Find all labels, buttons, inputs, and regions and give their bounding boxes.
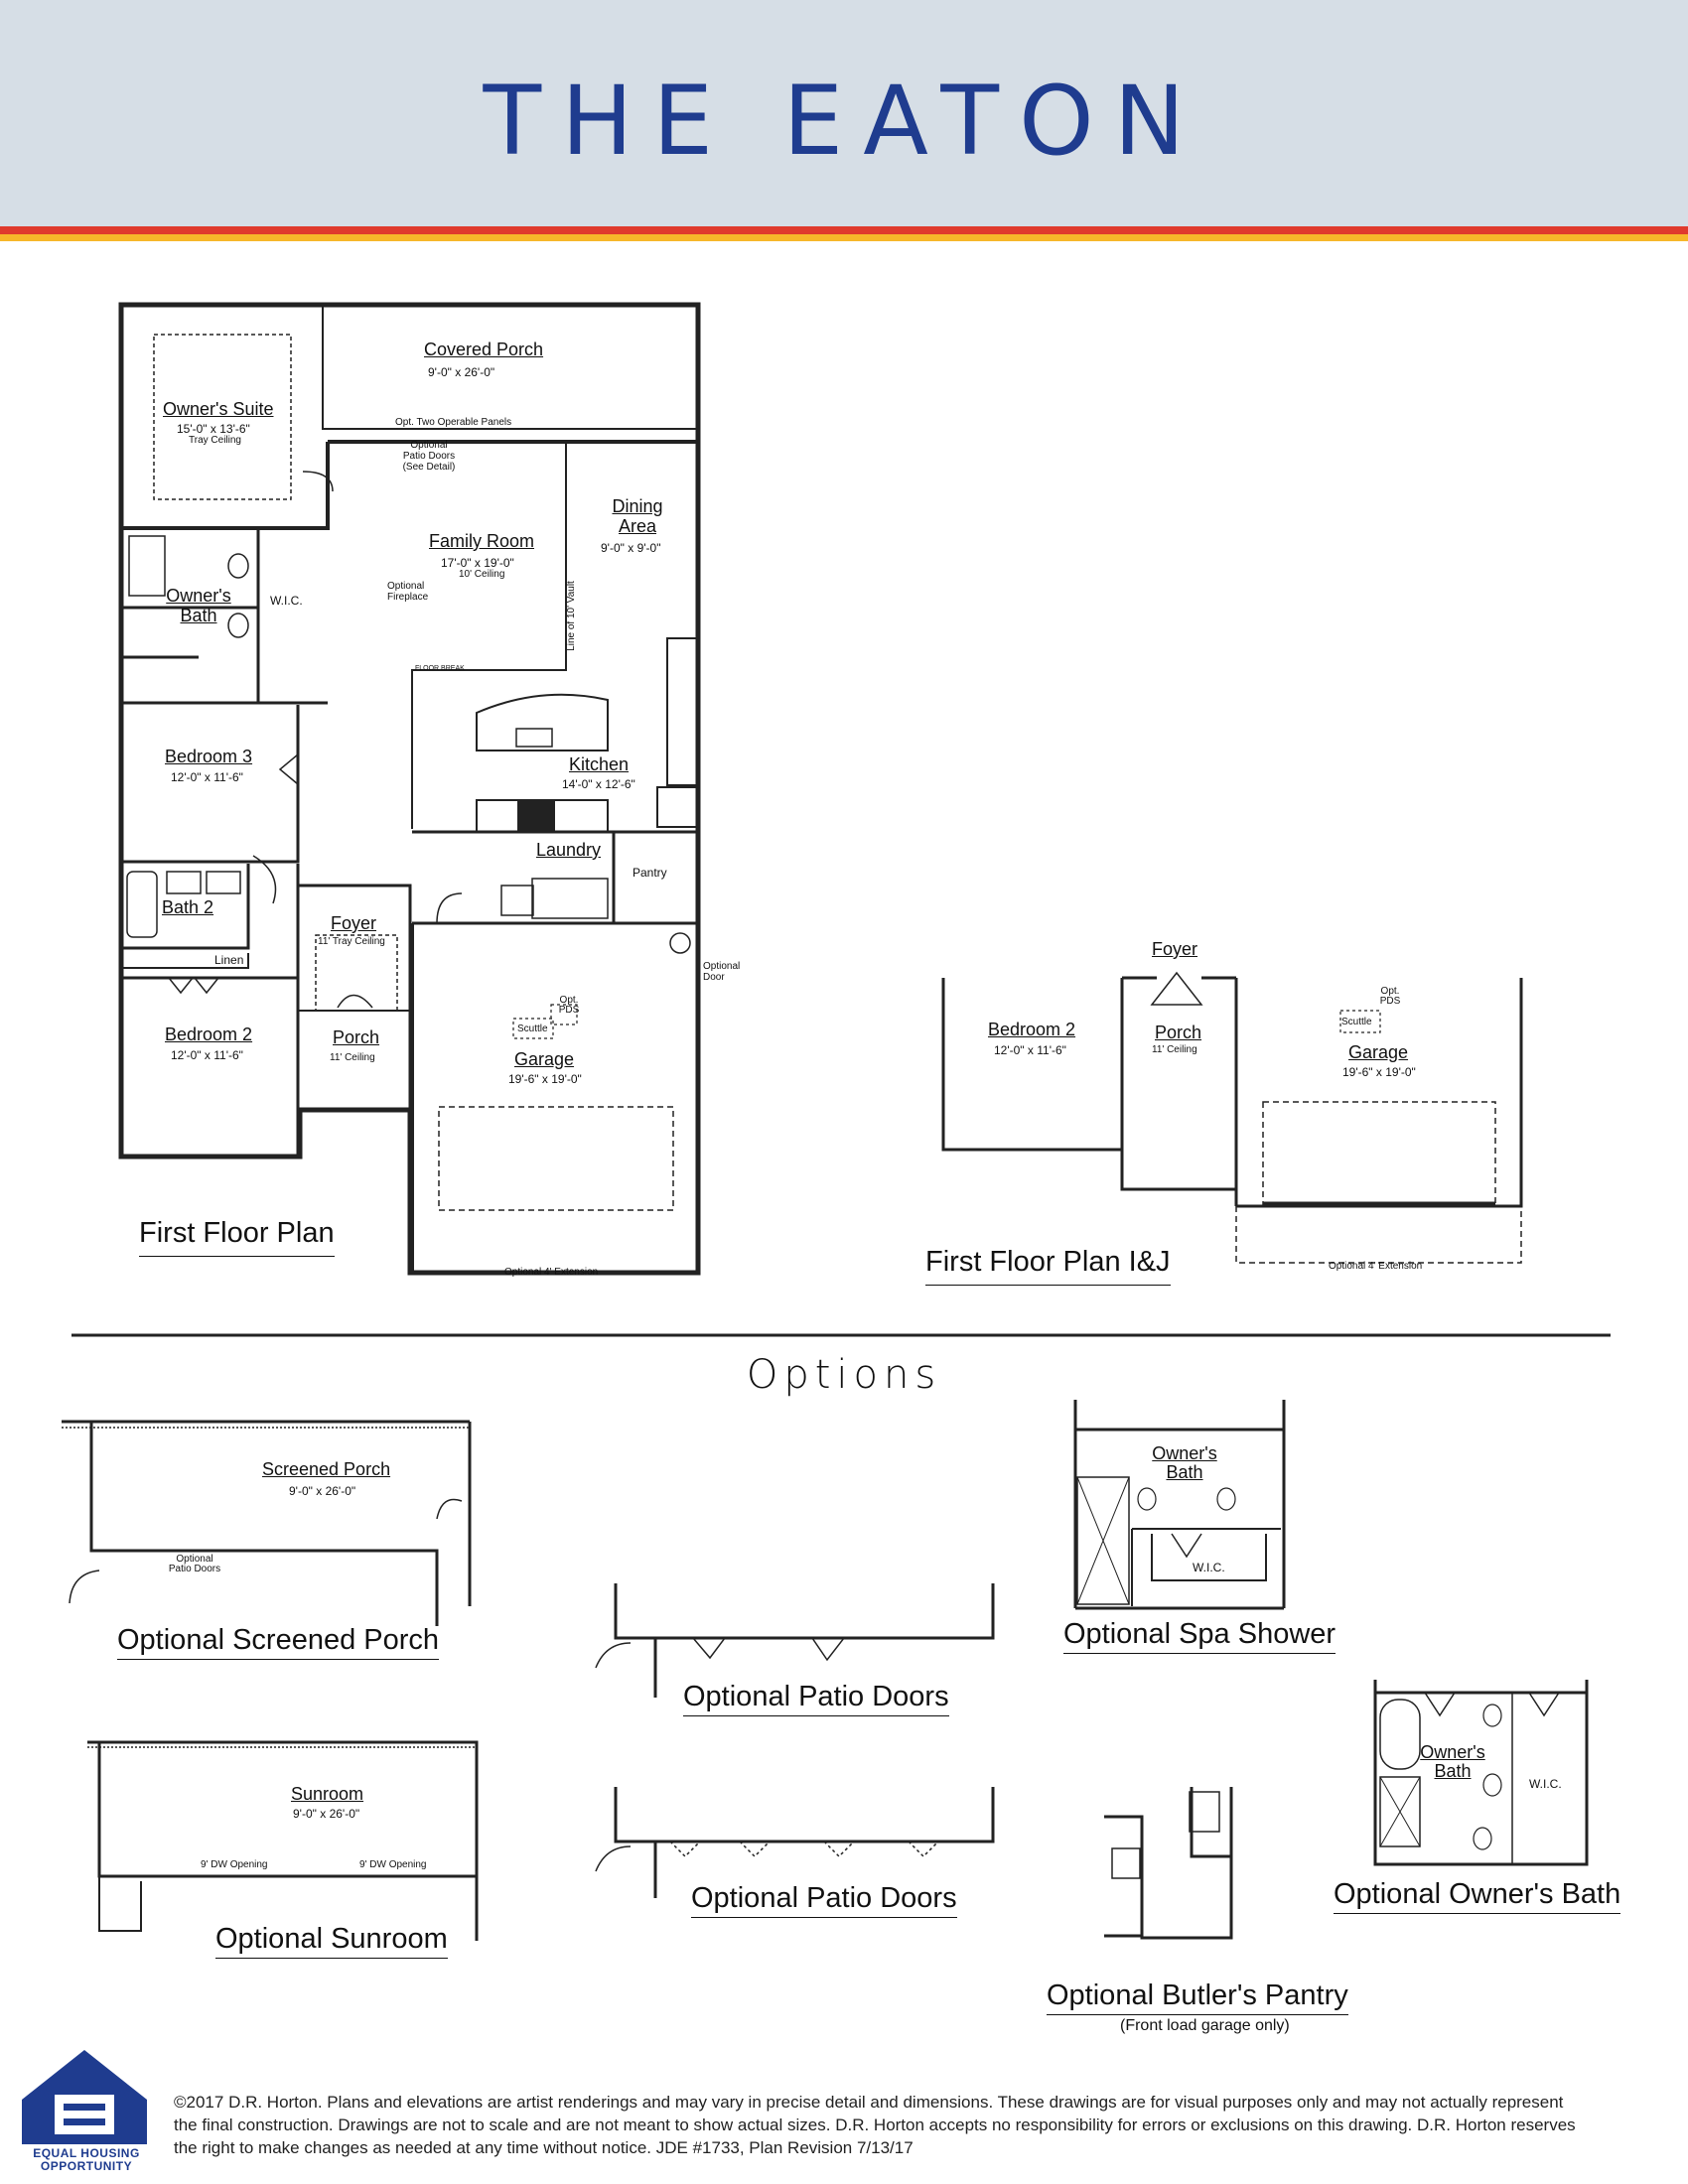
patio-doors-1-title: Optional Patio Doors: [683, 1681, 949, 1716]
patio-doors-1-drawing: [595, 1583, 995, 1698]
page-title: THE EATON: [483, 66, 1205, 177]
pantry-label: Pantry: [633, 866, 667, 880]
family-room-note: 10' Ceiling: [459, 569, 505, 580]
screened-porch-patio-doors-label: Optional Patio Doors: [168, 1554, 221, 1574]
bedroom3-dims: 12'-0" x 11'-6": [171, 770, 243, 784]
butlers-pantry-subtitle: (Front load garage only): [1120, 2017, 1290, 2034]
screened-porch-label: Screened Porch: [262, 1459, 391, 1479]
disclaimer-text: ©2017 D.R. Horton. Plans and elevations …: [174, 2093, 1576, 2157]
optional-patio-doors-label: Optional Patio Doors (See Detail): [402, 440, 456, 473]
dining-area-dims: 9'-0" x 9'-0": [601, 541, 661, 555]
owners-bath-option-title: Optional Owner's Bath: [1334, 1878, 1621, 1914]
spa-shower-bath-label: Owner's Bath: [1152, 1443, 1217, 1482]
screened-porch-dims: 9'-0" x 26'-0": [289, 1484, 356, 1498]
extension-label: Optional 4' Extension: [504, 1267, 599, 1278]
sunroom-dims: 9'-0" x 26'-0": [293, 1807, 360, 1821]
first-floor-plan-title: First Floor Plan: [139, 1217, 335, 1257]
bedroom2-dims: 12'-0" x 11'-6": [171, 1048, 243, 1062]
ij-extension-label: Optional 4' Extension: [1329, 1261, 1423, 1272]
kitchen-label: Kitchen: [569, 754, 630, 774]
header-stripe-red: [0, 226, 1688, 234]
sunroom-title: Optional Sunroom: [215, 1923, 448, 1959]
family-room-label: Family Room: [429, 531, 535, 551]
patio-doors-2-title: Optional Patio Doors: [691, 1882, 957, 1918]
laundry-label: Laundry: [536, 840, 602, 860]
owners-suite-note: Tray Ceiling: [189, 435, 241, 446]
dining-area-label: Dining Area: [612, 496, 663, 536]
sunroom-label: Sunroom: [291, 1784, 364, 1804]
ij-garage-label: Garage: [1348, 1042, 1409, 1062]
opt-pds-label: Opt. PDS: [558, 995, 580, 1016]
foyer-label: Foyer: [331, 913, 377, 933]
butlers-pantry-title: Optional Butler's Pantry: [1047, 1979, 1348, 2015]
bedroom2-label: Bedroom 2: [165, 1024, 253, 1044]
first-floor-plan-ij-title: First Floor Plan I&J: [925, 1246, 1171, 1286]
covered-porch-label: Covered Porch: [424, 340, 544, 359]
porch-note: 11' Ceiling: [330, 1052, 375, 1063]
ij-opt-pds-label: Opt. PDS: [1379, 986, 1401, 1007]
sunroom-drawing: [87, 1740, 479, 1941]
bath2-label: Bath 2: [162, 897, 214, 917]
linen-label: Linen: [214, 953, 244, 967]
porch-label: Porch: [333, 1027, 380, 1047]
garage-label: Garage: [514, 1049, 575, 1069]
patio-doors-2-drawing: [595, 1787, 995, 1898]
ij-porch-note: 11' Ceiling: [1152, 1044, 1197, 1055]
equal-housing-logo: [22, 2050, 147, 2144]
spa-shower-title: Optional Spa Shower: [1063, 1618, 1336, 1654]
owners-bath-option-drawing: [1373, 1680, 1589, 1866]
line-of-vault-label: Line of 10' Vault: [565, 581, 577, 651]
equal-housing-text: EQUAL HOUSING OPPORTUNITY: [33, 2146, 140, 2173]
owners-suite-dims: 15'-0" x 13'-6": [177, 422, 250, 436]
owners-bath-label: Owner's Bath: [166, 586, 231, 625]
owners-bath-option-wic-label: W.I.C.: [1529, 1777, 1562, 1791]
sunroom-opening-1: 9' DW Opening: [201, 1859, 268, 1870]
ij-scuttle-label: Scuttle: [1341, 1017, 1372, 1027]
foyer-note: 11' Tray Ceiling: [318, 936, 385, 947]
screened-porch-title: Optional Screened Porch: [117, 1624, 440, 1660]
family-room-dims: 17'-0" x 19'-0": [441, 556, 514, 570]
garage-dims: 19'-6" x 19'-0": [508, 1072, 582, 1086]
ij-porch-label: Porch: [1155, 1023, 1202, 1042]
ij-foyer-label: Foyer: [1152, 939, 1198, 959]
first-floor-plan-ij-drawing: [941, 971, 1523, 1264]
sunroom-opening-2: 9' DW Opening: [359, 1859, 427, 1870]
optional-fireplace-label: Optional Fireplace: [387, 581, 429, 603]
butlers-pantry-drawing: [1104, 1787, 1233, 1940]
spa-shower-drawing: [1073, 1400, 1286, 1610]
screened-porch-drawing: [62, 1420, 472, 1626]
owners-suite-label: Owner's Suite: [163, 399, 274, 419]
options-heading: Options: [746, 1352, 942, 1398]
owners-bath-option-label: Owner's Bath: [1420, 1742, 1485, 1781]
header-banner: THE EATON: [0, 0, 1688, 226]
kitchen-dims: 14'-0" x 12'-6": [562, 777, 635, 791]
bedroom3-label: Bedroom 3: [165, 747, 253, 766]
optional-door-label: Optional Door: [703, 961, 741, 983]
opt-two-panels-label: Opt. Two Operable Panels: [395, 417, 512, 428]
spa-shower-wic-label: W.I.C.: [1193, 1561, 1225, 1574]
header-stripe-yellow: [0, 234, 1688, 241]
floor-break-label: FLOOR BREAK: [415, 665, 465, 672]
ij-bedroom2-dims: 12'-0" x 11'-6": [994, 1043, 1066, 1057]
ij-bedroom2-label: Bedroom 2: [988, 1020, 1076, 1039]
scuttle-label: Scuttle: [517, 1024, 548, 1034]
covered-porch-dims: 9'-0" x 26'-0": [428, 365, 495, 379]
first-floor-plan-drawing: [118, 302, 701, 1276]
ij-garage-dims: 19'-6" x 19'-0": [1342, 1065, 1416, 1079]
wic-label: W.I.C.: [270, 594, 303, 608]
